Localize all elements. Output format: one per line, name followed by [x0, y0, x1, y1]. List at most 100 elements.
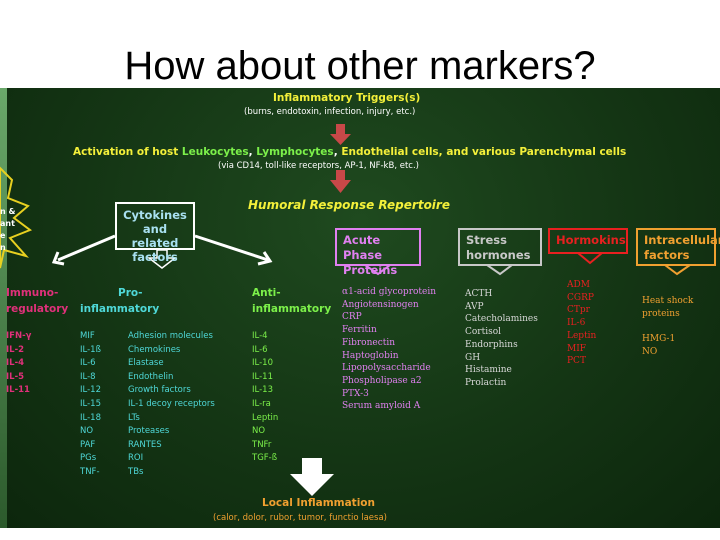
list-item: PAF — [80, 439, 96, 450]
activation-prefix: Activation of host — [73, 146, 179, 158]
intracellular-pointer — [662, 264, 694, 276]
list-item: IL-2 — [6, 344, 25, 355]
left-strip — [0, 88, 7, 528]
list-item: ROI — [128, 453, 144, 464]
list-item: LTs — [128, 412, 140, 423]
list-item: NO — [80, 426, 94, 437]
humoral-heading: Humoral Response Repertoire — [248, 198, 450, 212]
inflammation-diagram: Inflammatory Triggers(s) (burns, endotox… — [0, 88, 720, 528]
list-item: Chemokines — [128, 344, 181, 355]
list-item: IL-11 — [252, 371, 273, 382]
list-item: Growth factors — [128, 385, 191, 396]
red-arrow-2 — [330, 170, 351, 193]
list-item: HMG-1 — [642, 334, 676, 345]
intracellular-box: Intracellular factors — [636, 228, 720, 266]
local-sub: (calor, dolor, rubor, tumor, functio lae… — [213, 513, 387, 523]
slide-title: How about other markers? — [124, 44, 596, 88]
list-item: IL-10 — [252, 358, 273, 369]
cytokines-box: Cytokines and related factors — [115, 202, 195, 264]
list-item: RANTES — [128, 439, 162, 450]
list-item: CRP — [342, 312, 362, 323]
list-item: IL-ra — [252, 398, 271, 409]
list-item: Haptoglobin — [342, 350, 399, 361]
list-item: Cortisol — [465, 327, 502, 338]
list-item: IL-6 — [80, 358, 96, 369]
list-item: PCT — [567, 356, 586, 367]
list-item: TGF-ß — [252, 453, 278, 464]
comma: , — [333, 146, 338, 158]
list-item: IL-8 — [80, 371, 96, 382]
list-item: Adhesion molecules — [128, 331, 213, 341]
starburst-line: n — [0, 243, 6, 252]
list-item: Endothelin — [128, 371, 174, 382]
starburst-line: ant — [0, 219, 15, 228]
list-item: proteins — [642, 308, 680, 319]
list-item: IL-18 — [80, 412, 101, 423]
white-arrows — [51, 234, 273, 266]
list-item: IL-6 — [252, 344, 268, 355]
red-arrow-1 — [330, 124, 351, 145]
hormokins-pointer — [575, 252, 605, 265]
list-item: IL-1ß — [80, 344, 101, 355]
list-item: Ferritin — [342, 325, 377, 336]
list-item: AVP — [465, 301, 484, 312]
list-item: Angiotensinogen — [342, 299, 419, 310]
activation-leukocytes: Leukocytes — [181, 146, 249, 158]
list-item: Catecholamines — [465, 314, 538, 325]
list-item: Elastase — [128, 358, 164, 369]
list-item — [642, 320, 693, 333]
list-item: Phospholipase a2 — [342, 375, 422, 386]
list-item: IL-11 — [6, 385, 30, 396]
activation-lymphocytes: Lymphocytes — [256, 146, 334, 158]
stress-box: Stress hormones — [458, 228, 542, 266]
list-item: NO — [252, 426, 266, 437]
triggers-title: Inflammatory Triggers(s) — [273, 92, 421, 104]
list-item: ACTH — [465, 289, 493, 299]
starburst-shape — [0, 166, 33, 269]
local-down-arrow — [290, 458, 334, 496]
list-item: Endorphins — [465, 339, 518, 350]
triggers-sub: (burns, endotoxin, infection, injury, et… — [244, 107, 416, 117]
acute-box: Acute Phase Proteins — [335, 228, 421, 277]
list-item: Prolactin — [465, 377, 507, 388]
list-item: α1-acid glycoprotein — [342, 287, 437, 297]
pro-header: Pro-inflammatory — [80, 287, 160, 315]
list-item: Proteases — [128, 426, 170, 437]
list-item: MIF — [567, 343, 587, 354]
immuno-header: Immuno-regulatory — [6, 287, 69, 315]
local-title: Local Inflammation — [262, 497, 375, 509]
list-item: Leptin — [252, 412, 279, 423]
list-item: MIF — [80, 331, 95, 341]
list-item: IL-4 — [252, 331, 268, 341]
list-item: IL-4 — [6, 358, 25, 369]
starburst-text: n & ant e n — [0, 206, 15, 254]
starburst-line: e — [0, 231, 6, 240]
list-item: NO — [642, 346, 658, 357]
list-item: TNFr — [252, 439, 272, 450]
list-item: GH — [465, 352, 481, 363]
starburst-line: n & — [0, 207, 16, 216]
list-item: Heat shock — [642, 296, 694, 306]
list-item: Lipopolysaccharide — [342, 363, 431, 374]
list-item: PTX-3 — [342, 388, 369, 399]
list-item: IL-12 — [80, 385, 101, 396]
list-item: Leptin — [567, 330, 597, 341]
list-item: CTpr — [567, 305, 590, 316]
list-item: IL-13 — [252, 385, 273, 396]
anti-header: Anti-inflammatory — [252, 287, 332, 315]
list-item: Histamine — [465, 365, 512, 376]
list-item: IL-15 — [80, 398, 101, 409]
hollow-down-arrow — [146, 249, 178, 269]
stress-pointer — [483, 264, 515, 276]
list-item: IL-1 decoy receptors — [128, 398, 215, 409]
list-item: TNF- — [80, 466, 100, 477]
list-item: TBs — [128, 466, 144, 477]
list-item: Serum amyloid A — [342, 401, 421, 412]
